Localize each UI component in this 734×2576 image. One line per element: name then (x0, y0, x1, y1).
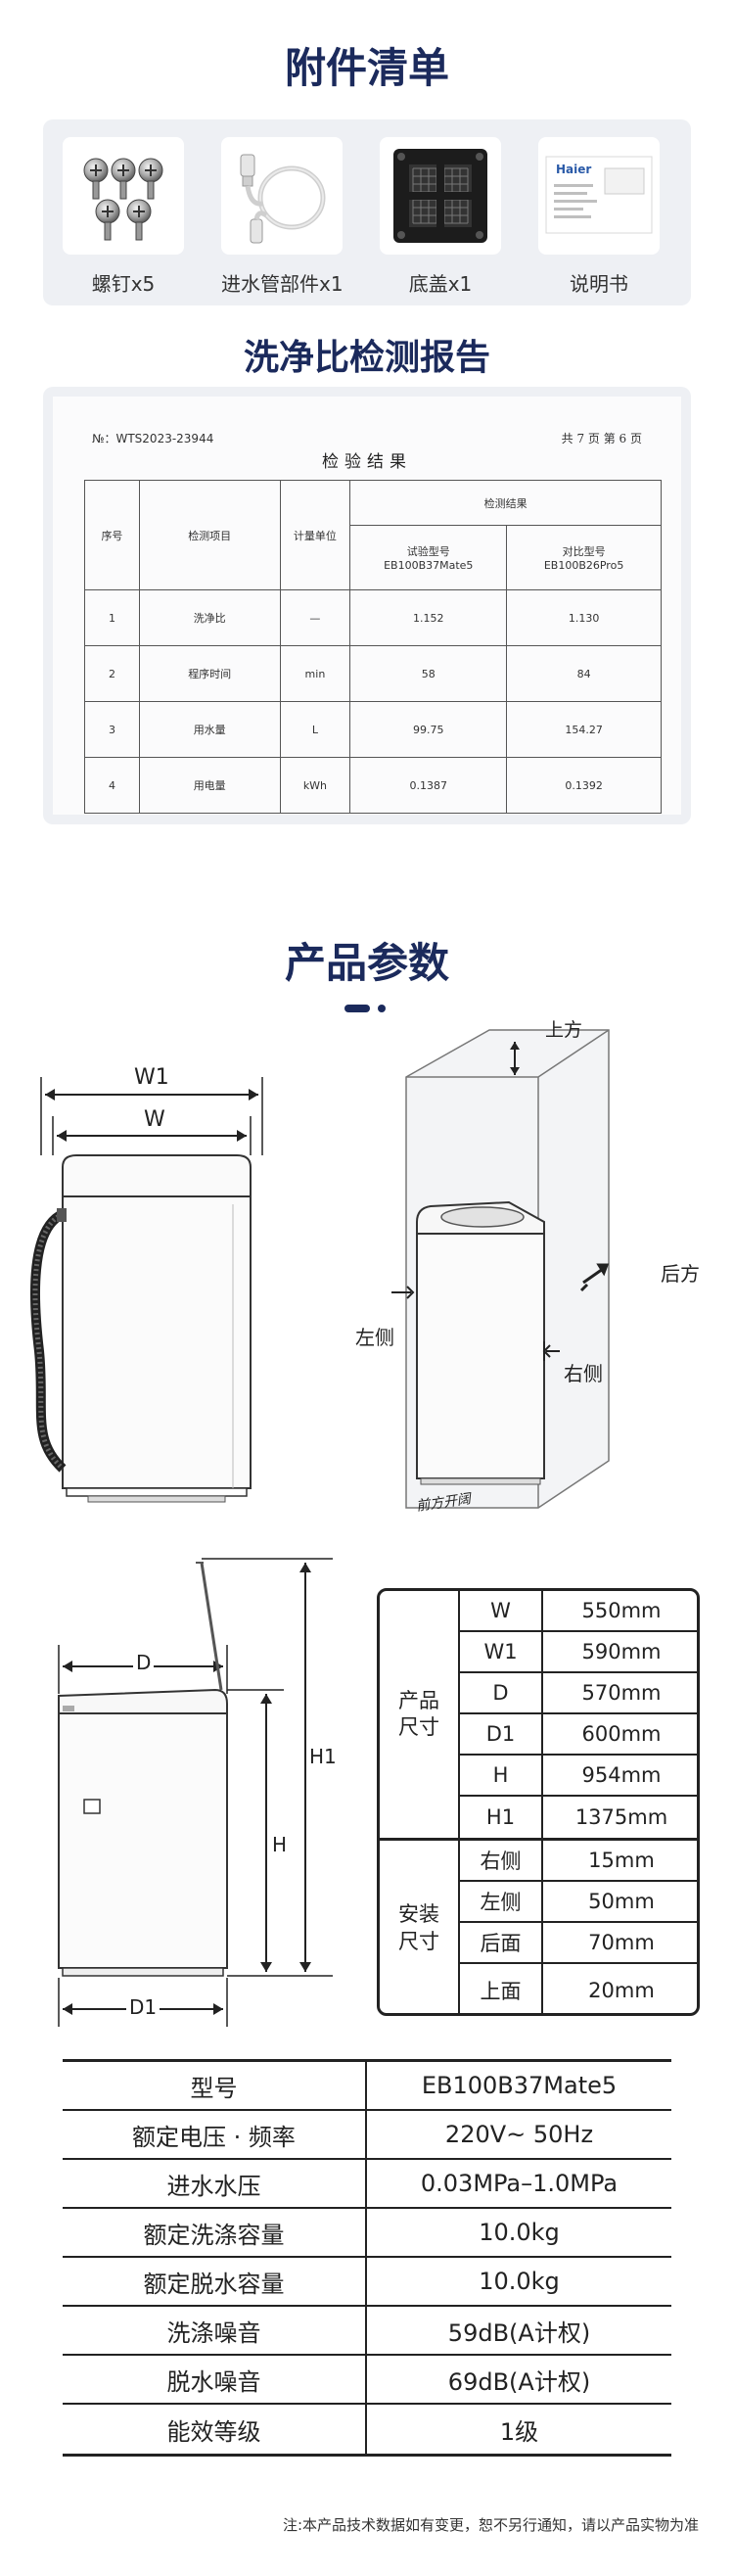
front-diagram-label-w1: W1 (130, 1065, 173, 1090)
report-page: 共 7 页 第 6 页 (561, 432, 642, 445)
report-header-test: 试验型号 EB100B37Mate5 (349, 525, 508, 590)
report-heading: 检验结果 (322, 452, 412, 472)
accessory-item-manual: Haier 说明书 (538, 137, 660, 297)
report-panel: №：WTS2023-23944 共 7 页 第 6 页 检验结果 序号 检测项目… (43, 387, 691, 824)
table-row: 4 用电量 kWh 0.1387 0.1392 (84, 757, 662, 814)
report-title: 洗净比检测报告 (243, 338, 490, 378)
bottom-cover-icon (393, 149, 487, 243)
install-label-back: 后方 (661, 1262, 700, 1286)
side-diagram-label-h1: H1 (309, 1743, 337, 1770)
screws-icon (83, 158, 163, 241)
side-diagram-label-h: H (272, 1831, 288, 1858)
report-number: №：WTS2023-23944 (92, 432, 214, 445)
side-diagram-label-d: D (133, 1651, 155, 1674)
accessories-title: 附件清单 (284, 44, 449, 92)
report-header-unit: 计量单位 (279, 480, 351, 590)
accessory-item-bottom-cover: 底盖x1 (380, 137, 501, 297)
install-label-right: 右侧 (564, 1362, 603, 1385)
report-header-index: 序号 (84, 480, 140, 590)
accessories-panel: 螺钉x5 进水管部件x1 (43, 119, 691, 305)
front-diagram-label-w: W (140, 1107, 169, 1132)
table-row: 3 用水量 L 99.75 154.27 (84, 701, 662, 758)
params-title: 产品参数 (284, 939, 449, 987)
accessory-label-inlet-hose: 进水管部件x1 (221, 272, 344, 296)
front-view-diagram (30, 1077, 263, 1503)
report-header-result: 检测结果 (349, 480, 662, 526)
side-diagram-label-d1: D1 (126, 1995, 161, 2019)
install-label-left: 左侧 (355, 1326, 394, 1349)
report-header-ref: 对比型号 EB100B26Pro5 (506, 525, 662, 590)
installation-diagram (391, 1029, 610, 1509)
spec-group-install: 安装 尺寸 (380, 1841, 460, 2013)
inlet-hose-icon (240, 154, 326, 244)
accessory-item-inlet-hose: 进水管部件x1 (221, 137, 344, 297)
install-label-top: 上方 (545, 1019, 583, 1041)
title-accent-icon (344, 1005, 386, 1012)
accessory-label-bottom-cover: 底盖x1 (408, 272, 473, 296)
report-header-item: 检测项目 (138, 480, 281, 590)
spec-group-product: 产品 尺寸 (380, 1591, 460, 1838)
spec-divider (380, 1838, 697, 1841)
table-row: 2 程序时间 min 58 84 (84, 645, 662, 702)
accessory-item-screws: 螺钉x5 (63, 137, 184, 297)
table-row: 1 洗净比 — 1.152 1.130 (84, 589, 662, 646)
accessory-label-screws: 螺钉x5 (91, 272, 156, 296)
accessory-label-manual: 说明书 (570, 272, 628, 296)
manual-icon (545, 156, 653, 234)
side-view-diagram (58, 1558, 333, 2027)
report-sheet: №：WTS2023-23944 共 7 页 第 6 页 检验结果 序号 检测项目… (53, 397, 681, 815)
disclaimer-note: 注:本产品技术数据如有变更，恕不另行通知，请以产品实物为准 (282, 2516, 699, 2534)
report-table: 序号 检测项目 计量单位 检测结果 试验型号 EB100B37Mate5 对比型… (84, 480, 662, 814)
manual-brand-logo: Haier (556, 163, 592, 176)
